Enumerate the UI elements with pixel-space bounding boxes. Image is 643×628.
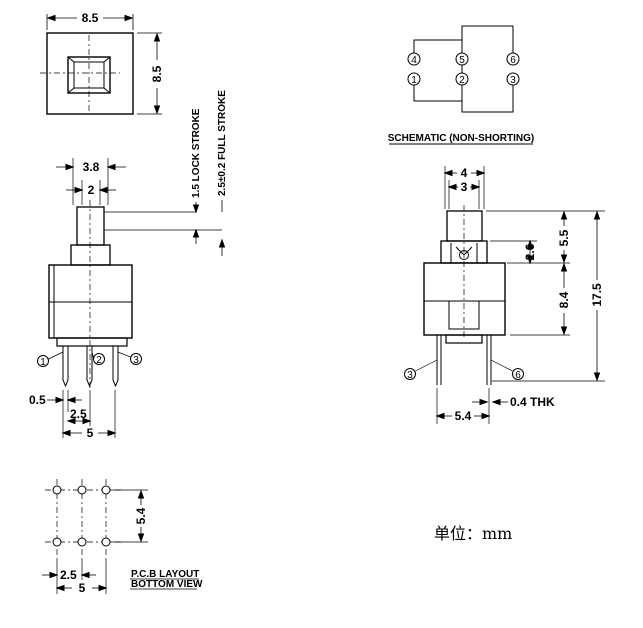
side-pitch-label: 2.5 xyxy=(70,407,87,421)
lock-stroke-label: 1.5 LOCK STROKE xyxy=(191,108,202,198)
top-height-label: 8.5 xyxy=(150,65,164,82)
schematic-pin-5: 5 xyxy=(459,55,465,66)
top-width-label: 8.5 xyxy=(82,11,99,25)
front-dim-17-5: 17.5 xyxy=(590,283,604,307)
schematic-pin-6: 6 xyxy=(510,55,516,66)
front-dim-5-5: 5.5 xyxy=(557,229,571,246)
side-dim-outer: 3.8 xyxy=(83,160,100,174)
schematic-pin-3: 3 xyxy=(510,75,516,86)
pcb-label-2: BOTTOM VIEW xyxy=(131,579,203,590)
pin-width-label: 0.5 xyxy=(29,393,46,407)
front-dim-2-6: 2.6 xyxy=(523,243,537,260)
schematic-title: SCHEMATIC (NON-SHORTING) xyxy=(388,133,534,144)
front-pin-6-label: 6 xyxy=(515,370,521,381)
pcb-layout xyxy=(42,479,199,594)
side-pin-3-label: 3 xyxy=(133,355,139,366)
front-pin-3-label: 3 xyxy=(407,370,413,381)
pcb-label-1: P.C.B LAYOUT xyxy=(131,569,199,580)
side-span-label: 5 xyxy=(87,426,94,440)
top-view xyxy=(40,14,162,115)
side-dim-inner: 2 xyxy=(88,183,95,197)
full-stroke-label: 2.5±0.2 FULL STROKE xyxy=(217,90,228,196)
pcb-pitch: 2.5 xyxy=(60,568,77,582)
schematic-pin-4: 4 xyxy=(411,55,417,66)
schematic xyxy=(389,25,533,145)
front-dim-4: 4 xyxy=(461,166,468,180)
front-view xyxy=(404,166,605,424)
unit-label: 单位：mm xyxy=(434,524,512,543)
front-thickness-label: 0.4 THK xyxy=(510,395,555,409)
front-dim-3: 3 xyxy=(461,180,468,194)
schematic-pin-1: 1 xyxy=(411,75,417,86)
side-view xyxy=(37,158,226,438)
front-dim-8-4: 8.4 xyxy=(557,291,571,308)
front-dim-5-4: 5.4 xyxy=(455,409,472,423)
side-pin-2-label: 2 xyxy=(96,355,102,366)
schematic-pin-2: 2 xyxy=(459,75,465,86)
pcb-span: 5 xyxy=(79,581,86,595)
side-pin-1-label: 1 xyxy=(40,357,46,368)
pcb-row-spacing: 5.4 xyxy=(134,507,148,524)
